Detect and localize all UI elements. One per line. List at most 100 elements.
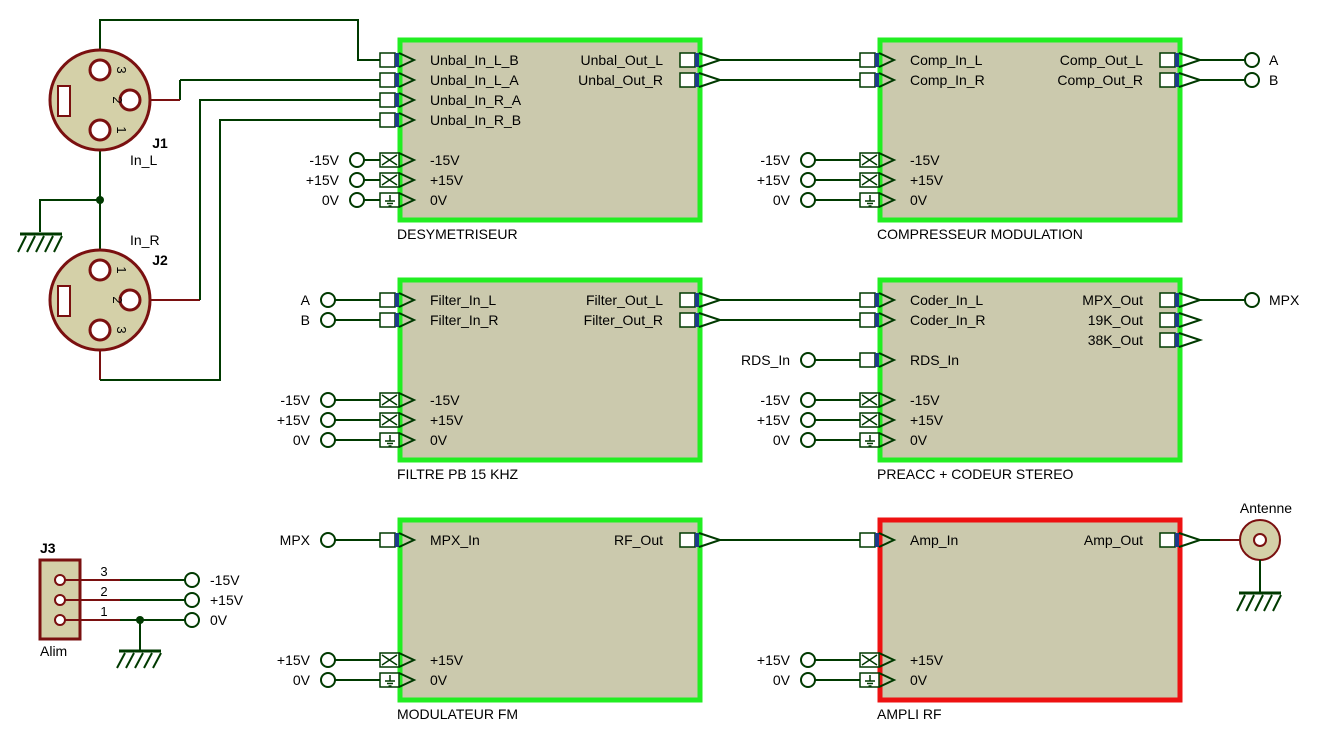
power-cross-icon xyxy=(381,174,398,186)
terminal-circle-icon xyxy=(1244,72,1260,88)
xlr-key xyxy=(57,285,71,317)
input-pin-box[interactable] xyxy=(859,72,876,88)
power-arrow xyxy=(398,432,417,448)
terminal-circle-icon xyxy=(320,672,336,688)
pin-stripe xyxy=(695,293,699,307)
terminal[interactable]: -15V xyxy=(760,392,860,408)
terminal[interactable]: 0V xyxy=(322,192,380,208)
pin-number: 2 xyxy=(110,96,125,103)
terminal[interactable]: 0V xyxy=(293,672,380,688)
input-arrow xyxy=(878,292,897,308)
terminal[interactable]: +15V xyxy=(277,652,380,668)
terminal[interactable]: +15V xyxy=(277,412,380,428)
terminal[interactable]: -15V xyxy=(280,392,380,408)
input-pin-box[interactable] xyxy=(379,312,396,328)
block-filtre-pb-15-khz[interactable]: FILTRE PB 15 KHZFilter_In_LFilter_In_RFi… xyxy=(379,277,724,482)
input-pin-box[interactable] xyxy=(859,532,876,548)
input-pin-box[interactable] xyxy=(379,292,396,308)
output-pin-box[interactable] xyxy=(679,52,696,68)
terminal[interactable]: +15V xyxy=(757,412,860,428)
input-pin-box[interactable] xyxy=(379,92,396,108)
terminal-label: +15V xyxy=(277,652,311,668)
block-desymetriseur[interactable]: DESYMETRISEURUnbal_In_L_BUnbal_In_L_AUnb… xyxy=(379,37,724,242)
terminal[interactable]: -15V xyxy=(760,152,860,168)
power-arrow xyxy=(398,672,417,688)
power-arrow xyxy=(878,672,897,688)
terminal[interactable]: 0V xyxy=(773,672,860,688)
ground-hatch xyxy=(143,652,153,669)
terminal-circle-icon xyxy=(320,412,336,428)
input-pin-box[interactable] xyxy=(859,352,876,368)
input-pin-label: Filter_In_L xyxy=(430,292,496,308)
terminal-label: MPX xyxy=(280,532,311,548)
output-pin-box[interactable] xyxy=(1159,292,1176,308)
terminal[interactable]: MPX xyxy=(280,532,380,548)
terminal[interactable]: 0V xyxy=(293,432,380,448)
output-arrow xyxy=(698,292,724,308)
terminal[interactable]: -15V xyxy=(309,152,380,168)
input-pin-box[interactable] xyxy=(859,292,876,308)
output-pin-box[interactable] xyxy=(679,532,696,548)
output-pin-box[interactable] xyxy=(679,292,696,308)
power-arrow xyxy=(398,412,417,428)
terminal[interactable]: +15V xyxy=(306,172,380,188)
input-pin-box[interactable] xyxy=(379,72,396,88)
terminal[interactable]: A xyxy=(301,292,380,308)
antenna-label: Antenne xyxy=(1240,500,1292,516)
header-pin xyxy=(54,594,66,606)
pin-stripe xyxy=(875,353,879,367)
terminal[interactable]: B xyxy=(301,312,380,328)
output-pin-label: Unbal_Out_R xyxy=(578,72,663,88)
input-pin-box[interactable] xyxy=(379,532,396,548)
terminal-circle-icon xyxy=(800,352,816,368)
output-pin-box[interactable] xyxy=(1159,312,1176,328)
pin-stripe xyxy=(395,53,399,67)
terminal-label: -15V xyxy=(760,152,790,168)
power-cross-icon xyxy=(381,414,398,426)
pin-stripe xyxy=(695,533,699,547)
terminal[interactable]: +15V xyxy=(757,172,860,188)
output-arrow xyxy=(1178,332,1204,348)
terminal[interactable]: +15V xyxy=(757,652,860,668)
output-pin-box[interactable] xyxy=(679,312,696,328)
input-pin-box[interactable] xyxy=(859,52,876,68)
power-pin-label: 0V xyxy=(430,192,448,208)
power-arrow xyxy=(878,652,897,668)
terminal-circle-icon xyxy=(800,152,816,168)
output-pin-box[interactable] xyxy=(1159,52,1176,68)
xlr-pin xyxy=(118,288,142,312)
pin-stripe xyxy=(695,313,699,327)
wire xyxy=(100,119,380,381)
output-pin-label: Comp_Out_L xyxy=(1060,52,1143,68)
output-pin-box[interactable] xyxy=(1159,532,1176,548)
block-preacc-codeur-stereo[interactable]: PREACC + CODEUR STEREOCoder_In_LCoder_In… xyxy=(859,277,1204,482)
pin-number: 3 xyxy=(100,564,107,579)
input-arrow xyxy=(878,352,897,368)
block-compresseur-modulation[interactable]: COMPRESSEUR MODULATIONComp_In_LComp_In_R… xyxy=(859,37,1204,242)
input-pin-box[interactable] xyxy=(859,312,876,328)
output-pin-box[interactable] xyxy=(1159,72,1176,88)
terminal[interactable]: 0V xyxy=(773,432,860,448)
output-arrow xyxy=(698,312,724,328)
antenna-connector[interactable]: Antenne xyxy=(1200,500,1292,612)
block-title: PREACC + CODEUR STEREO xyxy=(877,466,1074,482)
terminal[interactable]: MPX xyxy=(1200,292,1300,308)
power-cross-icon xyxy=(381,654,398,666)
terminal-label: +15V xyxy=(306,172,340,188)
block-body xyxy=(397,277,703,463)
input-pin-box[interactable] xyxy=(379,112,396,128)
terminal[interactable]: RDS_In xyxy=(741,352,860,368)
output-pin-box[interactable] xyxy=(1159,332,1176,348)
input-pin-label: Unbal_In_R_A xyxy=(430,92,522,108)
terminal[interactable]: B xyxy=(1200,72,1278,88)
terminal[interactable]: A xyxy=(1200,52,1279,68)
input-pin-box[interactable] xyxy=(379,52,396,68)
terminal-label: 0V xyxy=(293,672,311,688)
terminal[interactable]: 0V xyxy=(773,192,860,208)
output-pin-box[interactable] xyxy=(679,72,696,88)
